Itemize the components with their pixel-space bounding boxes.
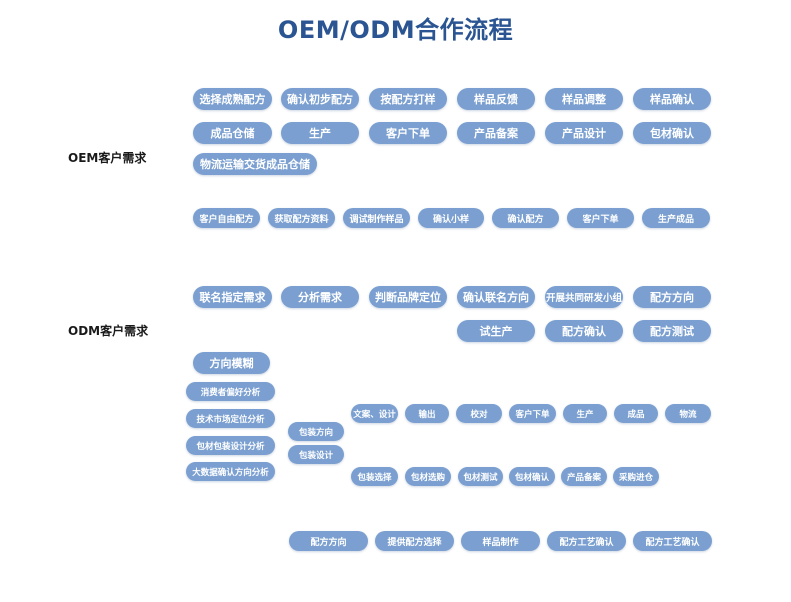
odm-formula-step-sample-making[interactable]: 样品制作 bbox=[461, 531, 540, 551]
odm-design-step-copywriting[interactable]: 文案、设计 bbox=[351, 404, 398, 423]
odm-material-step-packaging-select[interactable]: 包装选择 bbox=[351, 467, 398, 486]
odm-step-joint-rd-team[interactable]: 开展共同研发小组 bbox=[545, 286, 623, 308]
odm-step-trial-production[interactable]: 试生产 bbox=[457, 320, 535, 342]
oem-step-product-filing[interactable]: 产品备案 bbox=[457, 122, 535, 144]
odm-step-formula-confirm[interactable]: 配方确认 bbox=[545, 320, 623, 342]
odm-formula-step-direction[interactable]: 配方方向 bbox=[289, 531, 368, 551]
odm-step-analyze-requirement[interactable]: 分析需求 bbox=[281, 286, 359, 308]
odm-design-step-output[interactable]: 输出 bbox=[405, 404, 449, 423]
oem-section-label: OEM客户需求 bbox=[68, 151, 147, 165]
oem-custom-step-own-formula[interactable]: 客户自由配方 bbox=[193, 208, 260, 228]
odm-analysis-big-data-direction[interactable]: 大数据确认方向分析 bbox=[186, 462, 275, 481]
odm-step-joint-requirement[interactable]: 联名指定需求 bbox=[193, 286, 272, 308]
odm-design-step-finished[interactable]: 成品 bbox=[614, 404, 658, 423]
odm-packaging-direction[interactable]: 包装方向 bbox=[288, 422, 344, 441]
oem-step-sample-by-formula[interactable]: 按配方打样 bbox=[369, 88, 447, 110]
oem-step-sample-confirm[interactable]: 样品确认 bbox=[633, 88, 711, 110]
oem-step-production[interactable]: 生产 bbox=[281, 122, 359, 144]
oem-step-finished-storage[interactable]: 成品仓储 bbox=[193, 122, 272, 144]
odm-analysis-consumer-preference[interactable]: 消费者偏好分析 bbox=[186, 382, 275, 401]
odm-formula-step-process-confirm[interactable]: 配方工艺确认 bbox=[547, 531, 626, 551]
oem-step-packaging-confirm[interactable]: 包材确认 bbox=[633, 122, 711, 144]
oem-step-sample-adjust[interactable]: 样品调整 bbox=[545, 88, 623, 110]
oem-custom-step-confirm-formula[interactable]: 确认配方 bbox=[492, 208, 559, 228]
odm-material-step-product-filing[interactable]: 产品备案 bbox=[561, 467, 607, 486]
odm-step-formula-test[interactable]: 配方测试 bbox=[633, 320, 711, 342]
odm-design-step-production[interactable]: 生产 bbox=[563, 404, 607, 423]
odm-step-formula-direction[interactable]: 配方方向 bbox=[633, 286, 711, 308]
oem-step-confirm-initial-formula[interactable]: 确认初步配方 bbox=[281, 88, 359, 110]
oem-step-sample-feedback[interactable]: 样品反馈 bbox=[457, 88, 535, 110]
oem-custom-step-customer-order[interactable]: 客户下单 bbox=[567, 208, 634, 228]
odm-step-confirm-joint-direction[interactable]: 确认联名方向 bbox=[457, 286, 535, 308]
oem-custom-step-produce-finished[interactable]: 生产成品 bbox=[642, 208, 710, 228]
odm-design-step-proofread[interactable]: 校对 bbox=[456, 404, 502, 423]
odm-packaging-design[interactable]: 包装设计 bbox=[288, 445, 344, 464]
odm-formula-step-provide-options[interactable]: 提供配方选择 bbox=[375, 531, 454, 551]
oem-step-logistics-delivery[interactable]: 物流运输交货成品仓储 bbox=[193, 153, 317, 175]
odm-design-step-customer-order[interactable]: 客户下单 bbox=[509, 404, 556, 423]
odm-step-vague-direction[interactable]: 方向模糊 bbox=[193, 352, 270, 374]
oem-custom-step-get-formula-data[interactable]: 获取配方资料 bbox=[268, 208, 335, 228]
page-title: OEM/ODM合作流程 bbox=[277, 16, 514, 44]
odm-analysis-packaging-design[interactable]: 包材包装设计分析 bbox=[186, 436, 275, 455]
odm-section-label: ODM客户需求 bbox=[68, 324, 149, 338]
oem-custom-step-confirm-sample[interactable]: 确认小样 bbox=[418, 208, 484, 228]
oem-step-customer-order[interactable]: 客户下单 bbox=[369, 122, 447, 144]
odm-material-step-packaging-test[interactable]: 包材测试 bbox=[458, 467, 503, 486]
oem-step-select-mature-formula[interactable]: 选择成熟配方 bbox=[193, 88, 272, 110]
oem-custom-step-make-sample[interactable]: 调试制作样品 bbox=[343, 208, 410, 228]
odm-material-step-packaging-purchase[interactable]: 包材选购 bbox=[405, 467, 451, 486]
odm-material-step-packaging-confirm[interactable]: 包材确认 bbox=[509, 467, 555, 486]
odm-formula-step-process-confirm-final[interactable]: 配方工艺确认 bbox=[633, 531, 712, 551]
odm-design-step-logistics[interactable]: 物流 bbox=[665, 404, 711, 423]
odm-analysis-market-positioning[interactable]: 技术市场定位分析 bbox=[186, 409, 275, 428]
odm-material-step-procurement[interactable]: 采购进仓 bbox=[613, 467, 659, 486]
odm-step-brand-positioning[interactable]: 判断品牌定位 bbox=[369, 286, 447, 308]
oem-step-product-design[interactable]: 产品设计 bbox=[545, 122, 623, 144]
